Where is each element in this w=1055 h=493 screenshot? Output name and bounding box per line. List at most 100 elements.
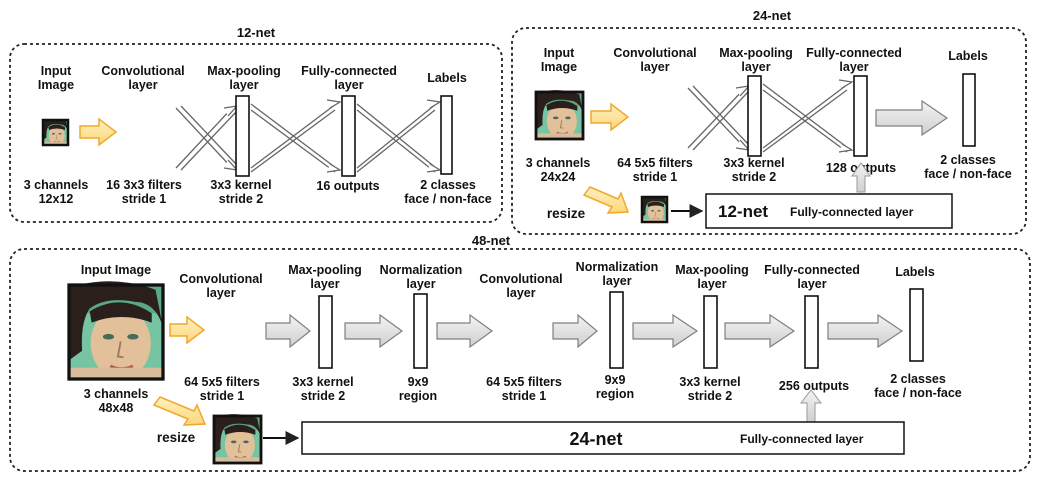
net48-pool1-layer	[318, 295, 333, 369]
net24-pool-layer	[747, 75, 762, 157]
net48-sub-24net-desc: Fully-connected layer	[740, 432, 864, 446]
net12-fc-label-1: Fully-connected	[301, 64, 397, 78]
net12-conv-label-2: layer	[128, 78, 157, 92]
net48-pool2-label-2: layer	[697, 277, 726, 291]
net48-norm2-label-1: Normalization	[576, 260, 659, 274]
net12-pool-layer	[235, 95, 250, 177]
net12-pool-label-2: layer	[229, 78, 258, 92]
net48-norm2-desc-1: 9x9	[605, 373, 626, 387]
net48-panel: 48-net Input Image Convolutional layer M…	[9, 233, 1031, 472]
net24-labels-label: Labels	[948, 49, 988, 63]
net48-norm2-layer	[609, 291, 624, 369]
net24-input-label-2: Image	[541, 60, 577, 74]
net24-sub-12net-box	[705, 193, 953, 229]
net24-conv-label-2: layer	[640, 60, 669, 74]
net24-fc-label-2: layer	[839, 60, 868, 74]
net12-fc-desc: 16 outputs	[316, 179, 379, 193]
net48-norm2-label-2: layer	[602, 274, 631, 288]
net24-labels-desc-1: 2 classes	[940, 153, 996, 167]
net24-border	[511, 27, 1027, 235]
cross-arrows-icon	[175, 105, 239, 171]
net12-title: 12-net	[237, 25, 276, 40]
face-thumbnail-icon	[212, 413, 263, 465]
net24-sub-12net-desc: Fully-connected layer	[790, 205, 914, 219]
net24-fc-label-1: Fully-connected	[806, 46, 902, 60]
orange-arrow-icon	[590, 102, 630, 132]
face-thumbnail-icon	[67, 279, 165, 381]
net48-pool2-layer	[703, 295, 718, 369]
net48-labels-desc-2: face / non-face	[874, 386, 962, 400]
net24-pool-label-2: layer	[741, 60, 770, 74]
gray-arrow-icon	[552, 313, 598, 349]
net48-labels-layer	[909, 288, 924, 362]
net12-input-desc-2: 12x12	[39, 192, 74, 206]
gray-arrow-icon	[875, 99, 949, 137]
gray-arrow-icon	[827, 313, 904, 349]
net24-panel: 24-net Input Image Convolutional layer M…	[511, 8, 1027, 235]
net24-pool-label-1: Max-pooling	[719, 46, 793, 60]
net48-border	[9, 248, 1031, 472]
orange-arrow-icon	[79, 117, 118, 147]
cross-arrows-icon	[356, 99, 442, 173]
net48-fc-layer	[804, 295, 819, 369]
net12-labels-desc-1: 2 classes	[420, 178, 476, 192]
net24-pool-desc-1: 3x3 kernel	[723, 156, 784, 170]
face-thumbnail-icon	[640, 195, 669, 224]
net48-labels-label: Labels	[895, 265, 935, 279]
net12-input-label-2: Image	[38, 78, 74, 92]
net24-fc-layer	[853, 75, 868, 157]
net48-resize-label: resize	[157, 430, 196, 445]
net12-input-label-1: Input	[41, 64, 72, 78]
net48-pool1-label-2: layer	[310, 277, 339, 291]
net24-title: 24-net	[753, 8, 792, 23]
net48-conv2-label-2: layer	[506, 286, 535, 300]
net48-norm1-layer	[413, 293, 428, 369]
net12-fc-label-2: layer	[334, 78, 363, 92]
net48-fc-label-1: Fully-connected	[764, 263, 860, 277]
net24-input-desc-2: 24x24	[541, 170, 576, 184]
net12-conv-desc-1: 16 3x3 filters	[106, 178, 182, 192]
gray-arrow-icon	[632, 313, 699, 349]
net12-labels-layer	[440, 95, 453, 175]
net48-conv2-label-1: Convolutional	[479, 272, 562, 286]
net48-pool2-label-1: Max-pooling	[675, 263, 749, 277]
face-thumbnail-icon	[534, 89, 585, 141]
net48-input-desc-1: 3 channels	[84, 387, 149, 401]
net24-input-desc-1: 3 channels	[526, 156, 591, 170]
net48-norm1-desc-1: 9x9	[408, 375, 429, 389]
net48-labels-desc-1: 2 classes	[890, 372, 946, 386]
gray-arrow-icon	[724, 313, 796, 349]
net48-pool2-desc-2: stride 2	[688, 389, 733, 403]
net48-norm1-label-2: layer	[406, 277, 435, 291]
net48-conv2-desc-1: 64 5x5 filters	[486, 375, 562, 389]
net48-norm2-desc-2: region	[596, 387, 634, 401]
orange-arrow-icon	[582, 186, 630, 214]
net48-input-label: Input Image	[81, 263, 151, 277]
net24-labels-desc-2: face / non-face	[924, 167, 1012, 181]
gray-arrow-icon	[436, 313, 494, 349]
net48-fc-label-2: layer	[797, 277, 826, 291]
net24-labels-layer	[962, 73, 976, 147]
net48-norm1-desc-2: region	[399, 389, 437, 403]
net12-pool-desc-1: 3x3 kernel	[210, 178, 271, 192]
net48-pool1-desc-2: stride 2	[301, 389, 346, 403]
net12-pool-desc-2: stride 2	[219, 192, 264, 206]
net24-conv-desc-2: stride 1	[633, 170, 678, 184]
net48-conv1-label-2: layer	[206, 286, 235, 300]
net24-conv-label-1: Convolutional	[613, 46, 696, 60]
net48-title: 48-net	[472, 233, 511, 248]
cross-arrows-icon	[687, 85, 751, 151]
net24-resize-label: resize	[547, 206, 586, 221]
net12-input-desc-1: 3 channels	[24, 178, 89, 192]
net12-pool-label-1: Max-pooling	[207, 64, 281, 78]
cross-arrows-icon	[250, 99, 342, 173]
gray-up-arrow-icon	[799, 389, 823, 423]
orange-arrow-icon	[152, 396, 207, 426]
net24-sub-12net-name: 12-net	[718, 202, 768, 221]
net12-panel: 12-net Input Image Convolutional layer M…	[9, 25, 503, 223]
net48-conv1-desc-2: stride 1	[200, 389, 245, 403]
gray-up-arrow-icon	[851, 162, 871, 193]
net24-input-label-1: Input	[544, 46, 575, 60]
net12-labels-label: Labels	[427, 71, 467, 85]
